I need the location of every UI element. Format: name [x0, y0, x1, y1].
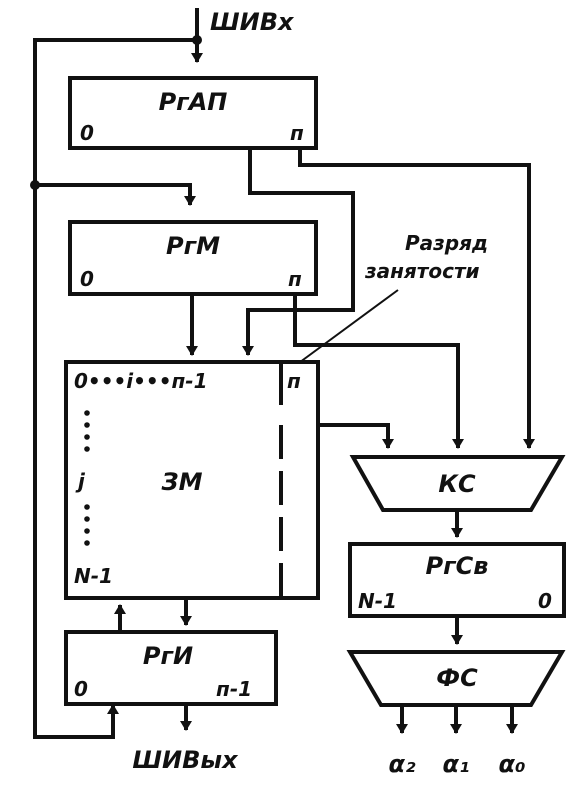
rgi-name: РгИ — [143, 642, 193, 670]
rgsv-left-bit: N-1 — [358, 589, 397, 613]
rgap-right-bit: п — [290, 121, 304, 145]
output-alpha-1: α₁ — [443, 750, 470, 778]
busy-bit-label-line1: Разряд — [405, 231, 488, 255]
output-alpha-0: α₀ — [499, 750, 526, 778]
rgm-wires — [186, 294, 464, 449]
memory-name: ЗМ — [161, 468, 203, 496]
rgsv-name: РгСв — [426, 552, 489, 580]
memory-rgi-wires — [114, 598, 192, 632]
fs-output-wires — [396, 705, 518, 734]
memory-column-dots — [84, 410, 90, 546]
rgm-right-bit: п — [288, 267, 302, 291]
fs-name: ФС — [436, 664, 478, 692]
busy-bit-label-line2: занятости — [364, 259, 480, 283]
memory-row-j: j — [75, 469, 86, 493]
rgap-wires — [242, 148, 535, 449]
ks-name: КС — [438, 470, 476, 498]
input-bus-label: ШИВх — [210, 8, 295, 36]
rgsv-right-bit: 0 — [538, 589, 552, 613]
rgi-register: РгИ 0 п-1 — [64, 630, 278, 706]
rgap-left-bit: 0 — [80, 121, 94, 145]
output-bus: ШИВых — [132, 704, 239, 774]
rgap-name: РгАП — [159, 88, 228, 116]
rgm-name: РгМ — [166, 232, 220, 260]
rgm-left-bit: 0 — [80, 267, 94, 291]
rgm-register: РгМ 0 п — [68, 220, 318, 296]
memory-top-row: 0•••i•••п-1 — [74, 369, 208, 393]
memory-block: 0•••i•••п-1 п j ЗМ N-1 — [64, 360, 320, 600]
rgap-register: РгАП 0 п — [68, 76, 318, 150]
output-bus-label: ШИВых — [132, 746, 239, 774]
rgi-left-bit: 0 — [74, 677, 88, 701]
rgsv-register: РгСв N-1 0 — [348, 542, 566, 618]
left-bus-wire — [30, 38, 197, 739]
memory-bottom-left: N-1 — [74, 564, 113, 588]
ks-block: КС — [349, 455, 566, 512]
fs-block: ФС — [346, 650, 566, 707]
input-bus: ШИВх — [191, 8, 295, 63]
memory-to-ks-wire — [318, 423, 394, 449]
rgi-right-bit: п-1 — [216, 677, 252, 701]
output-alpha-2: α₂ — [389, 750, 416, 778]
memory-top-right: п — [287, 369, 301, 393]
busy-bit-annotation: Разряд занятости — [291, 231, 488, 369]
